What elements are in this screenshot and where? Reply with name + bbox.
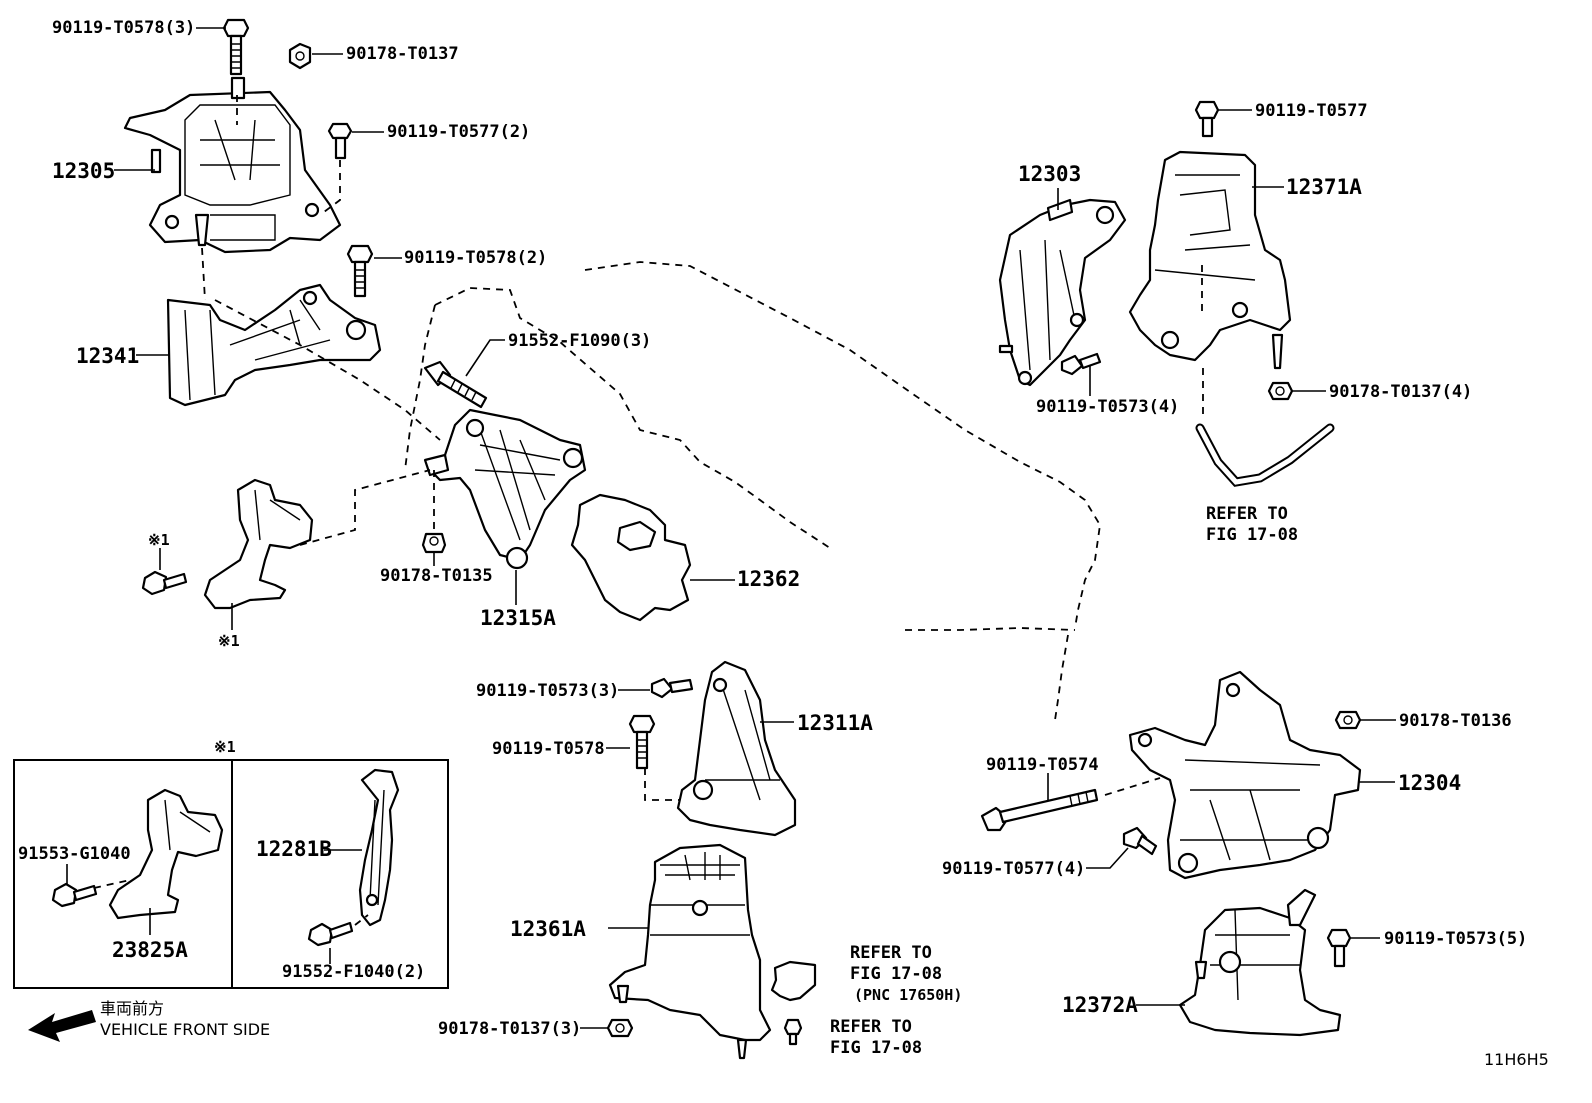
label-mark-1b: ※1 [218, 632, 240, 650]
bolt-clip-left [141, 570, 188, 596]
part-clip-left [203, 478, 314, 610]
label-refer-bottom-1: REFER TO [830, 1017, 912, 1037]
bolt-91553-G1040 [51, 882, 98, 908]
label-figure-code: 11H6H5 [1484, 1050, 1549, 1069]
label-90119-T0574: 90119-T0574 [986, 755, 1099, 775]
part-labels: 90119-T0578(3) 90178-T0137 90119-T0577(2… [18, 18, 1549, 1069]
label-90178-T0137-3: 90178-T0137(3) [438, 1019, 581, 1039]
label-12311A: 12311A [797, 711, 873, 735]
label-12315A: 12315A [480, 606, 556, 630]
engine-outline [404, 261, 1101, 721]
hose-refer [1195, 423, 1335, 487]
label-12361A: 12361A [510, 917, 586, 941]
label-mark-1a: ※1 [148, 531, 170, 549]
label-12372A: 12372A [1062, 993, 1138, 1017]
clip-refer [770, 960, 817, 1002]
label-91552-F1090-3: 91552-F1090(3) [508, 331, 651, 351]
bolt-90119-T0577-4 [1122, 826, 1158, 856]
part-12372A-mount [1178, 888, 1342, 1037]
part-12303-bracket [998, 198, 1127, 387]
label-12304: 12304 [1398, 771, 1461, 795]
label-90119-T0573-5: 90119-T0573(5) [1384, 929, 1527, 949]
bolt-90119-T0578-2 [346, 244, 374, 298]
label-refer-mid-1: REFER TO [850, 943, 932, 963]
label-refer-right-2: FIG 17-08 [1206, 525, 1298, 545]
label-12341: 12341 [76, 344, 139, 368]
label-91552-F1040-2: 91552-F1040(2) [282, 962, 425, 982]
label-mark-1c: ※1 [214, 738, 236, 756]
label-90119-T0573-4: 90119-T0573(4) [1036, 397, 1179, 417]
label-front-en: VEHICLE FRONT SIDE [100, 1020, 270, 1039]
label-90178-T0137: 90178-T0137 [346, 44, 459, 64]
nut-90178-T0135 [421, 532, 447, 554]
arrow-left-icon [28, 1010, 96, 1042]
label-12362: 12362 [737, 567, 800, 591]
label-90119-T0577-2: 90119-T0577(2) [387, 122, 530, 142]
label-front-jp: 車両前方 [100, 999, 164, 1018]
bolt-90119-T0574 [980, 788, 1099, 832]
bolt-90119-T0577 [1194, 100, 1220, 138]
nut-90178-T0137-3 [606, 1018, 634, 1038]
part-12362-cover [570, 493, 692, 622]
label-90119-T0573-3: 90119-T0573(3) [476, 681, 619, 701]
part-12371A-mount [1128, 150, 1292, 370]
nut-90178-T0137 [288, 42, 312, 70]
bolt-91552-F1090-3 [423, 360, 488, 409]
part-12361A-mount [608, 843, 772, 1060]
label-23825A: 23825A [112, 938, 188, 962]
label-90119-T0578-3: 90119-T0578(3) [52, 18, 195, 38]
label-refer-mid-3: (PNC 17650H) [854, 986, 962, 1004]
part-23825A-clip [108, 788, 224, 920]
nut-90178-T0136 [1334, 710, 1362, 730]
part-12311A-bracket [676, 660, 797, 837]
bolt-91552-F1040-2 [307, 921, 354, 947]
label-12305: 12305 [52, 159, 115, 183]
label-12281B: 12281B [256, 837, 332, 861]
label-90119-T0577-4: 90119-T0577(4) [942, 859, 1085, 879]
bolt-90119-T0573-5 [1326, 928, 1352, 968]
part-12304-mount [1128, 670, 1362, 880]
label-90119-T0578-2: 90119-T0578(2) [404, 248, 547, 268]
bolt-90119-T0578 [628, 714, 656, 770]
label-12303: 12303 [1018, 162, 1081, 186]
label-refer-bottom-2: FIG 17-08 [830, 1038, 922, 1058]
bolt-90119-T0573-3 [650, 677, 694, 699]
label-90119-T0578: 90119-T0578 [492, 739, 605, 759]
bolt-90119-T0573-4 [1060, 352, 1102, 376]
label-90178-T0137-4: 90178-T0137(4) [1329, 382, 1472, 402]
part-12341-bracket [166, 283, 382, 407]
part-12315A-bracket [423, 408, 587, 570]
part-12305-mount [123, 76, 342, 254]
label-90178-T0135: 90178-T0135 [380, 566, 493, 586]
label-90119-T0577: 90119-T0577 [1255, 101, 1368, 121]
label-12371A: 12371A [1286, 175, 1362, 199]
bolt-90119-T0577-2 [327, 122, 353, 160]
label-90178-T0136: 90178-T0136 [1399, 711, 1512, 731]
label-refer-mid-2: FIG 17-08 [850, 964, 942, 984]
screw-refer [783, 1018, 803, 1046]
label-91553-G1040: 91553-G1040 [18, 844, 131, 864]
detail-box [13, 759, 449, 989]
part-12281B-bracket [358, 768, 400, 927]
leader-lines [66, 27, 1396, 1029]
nut-90178-T0137-4 [1267, 381, 1294, 401]
bolt-90119-T0578-3 [222, 18, 250, 76]
label-refer-right-1: REFER TO [1206, 504, 1288, 524]
